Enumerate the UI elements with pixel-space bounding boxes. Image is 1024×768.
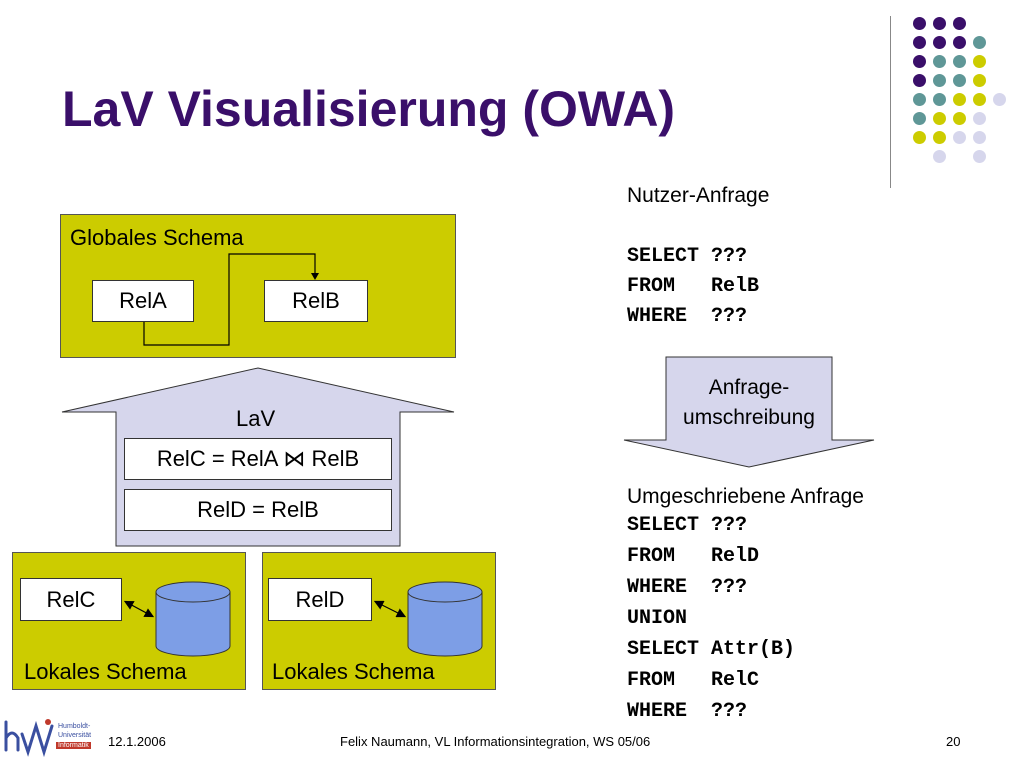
relc-definition: RelC = RelA ⋈ RelB [124, 438, 392, 480]
rewritten-query-heading: Umgeschriebene Anfrage [627, 485, 864, 508]
user-query-line-2: FROM RelB [627, 275, 760, 298]
rewritten-query-line-4: UNION [627, 607, 688, 630]
local-rel-box-2: RelD [268, 578, 372, 621]
rel-b-box: RelB [264, 280, 368, 322]
lav-label: LaV [236, 406, 276, 431]
logo-text-3: Informatik [56, 742, 91, 749]
rewritten-query-line-5: SELECT Attr(B) [627, 638, 796, 661]
rewritten-query-line-7: WHERE ??? [627, 700, 748, 723]
user-query-line-1: SELECT ??? [627, 245, 748, 268]
reld-definition: RelD = RelB [124, 489, 392, 531]
user-query-line-3: WHERE ??? [627, 305, 748, 328]
rewritten-query-line-6: FROM RelC [627, 669, 760, 692]
database-cylinder-1 [155, 581, 231, 657]
header-divider [890, 16, 891, 188]
local-rel-box-1: RelC [20, 578, 122, 621]
rewritten-query-line-3: WHERE ??? [627, 576, 748, 599]
rewritten-query-line-2: FROM RelD [627, 545, 760, 568]
rewriting-label-line-1: Anfrage- [708, 376, 790, 399]
double-arrow-1 [123, 600, 155, 618]
footer-page-number: 20 [946, 734, 961, 749]
rewriting-arrow [623, 356, 875, 468]
logo-text-2: Universität [58, 732, 92, 739]
logo-text-1: Humboldt- [58, 723, 91, 730]
footer-author: Felix Naumann, VL Informationsintegratio… [340, 734, 651, 749]
database-cylinder-2 [407, 581, 483, 657]
global-schema-label: Globales Schema [70, 225, 244, 250]
rewriting-label-line-2: umschreibung [683, 406, 815, 429]
footer-date: 12.1.2006 [108, 734, 166, 749]
slide-title: LaV Visualisierung (OWA) [62, 81, 676, 137]
user-query-heading: Nutzer-Anfrage [627, 184, 770, 207]
local-schema-label-2: Lokales Schema [272, 659, 435, 684]
double-arrow-2 [373, 600, 407, 618]
rel-a-box: RelA [92, 280, 194, 322]
local-schema-label-1: Lokales Schema [24, 659, 187, 684]
rewritten-query-line-1: SELECT ??? [627, 514, 748, 537]
